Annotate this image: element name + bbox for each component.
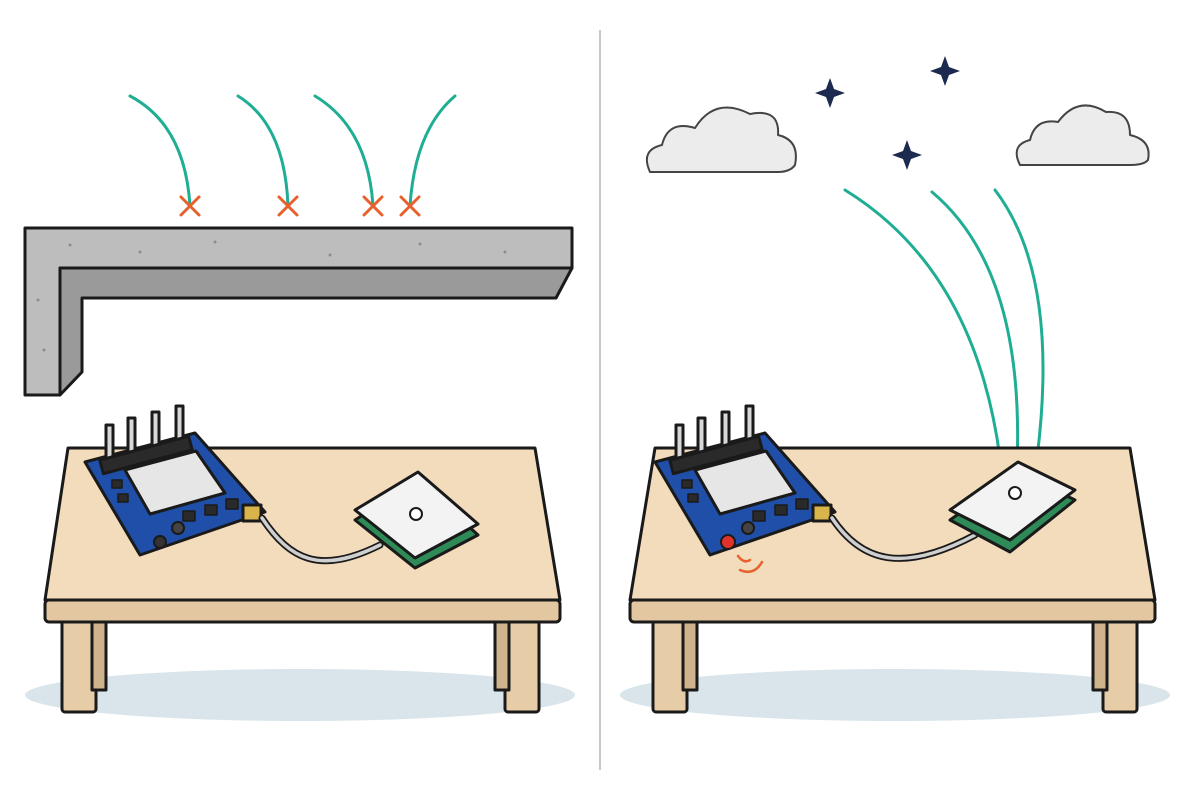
panel-outdoor bbox=[620, 56, 1170, 721]
status-led-off bbox=[153, 535, 167, 549]
antenna-connector bbox=[811, 503, 833, 523]
antenna-connector bbox=[241, 503, 263, 523]
gps-module bbox=[83, 404, 267, 557]
cloud-icon bbox=[1015, 104, 1150, 166]
gps-chip bbox=[123, 449, 227, 516]
signal-line bbox=[128, 94, 192, 208]
patch-antenna bbox=[353, 470, 480, 570]
signal-arc-icon bbox=[736, 554, 764, 573]
signal-line bbox=[930, 190, 1020, 468]
sparkle-star-icon bbox=[930, 56, 960, 86]
patch-antenna bbox=[948, 460, 1077, 554]
x-mark-icon bbox=[277, 195, 299, 217]
received-signals bbox=[843, 188, 1045, 468]
gps-chip bbox=[693, 449, 797, 516]
signal-line bbox=[236, 94, 290, 208]
blocked-marks bbox=[179, 195, 421, 217]
blocked-signals bbox=[128, 94, 457, 208]
signal-line bbox=[843, 188, 1002, 460]
signal-line bbox=[313, 94, 375, 208]
gps-module bbox=[653, 404, 837, 557]
x-mark-icon bbox=[399, 195, 421, 217]
signal-line bbox=[993, 188, 1045, 460]
floor-shadow bbox=[25, 669, 575, 721]
cloud-icon bbox=[646, 106, 797, 173]
floor-shadow bbox=[620, 669, 1170, 721]
table bbox=[43, 446, 562, 714]
sparkle-star-icon bbox=[892, 140, 922, 170]
sparkle-star-icon bbox=[815, 78, 845, 108]
signal-line bbox=[408, 94, 457, 208]
status-led-on bbox=[720, 534, 736, 550]
x-mark-icon bbox=[362, 195, 384, 217]
panel-indoor bbox=[23, 94, 575, 721]
x-mark-icon bbox=[179, 195, 201, 217]
concrete-roof bbox=[23, 226, 574, 397]
